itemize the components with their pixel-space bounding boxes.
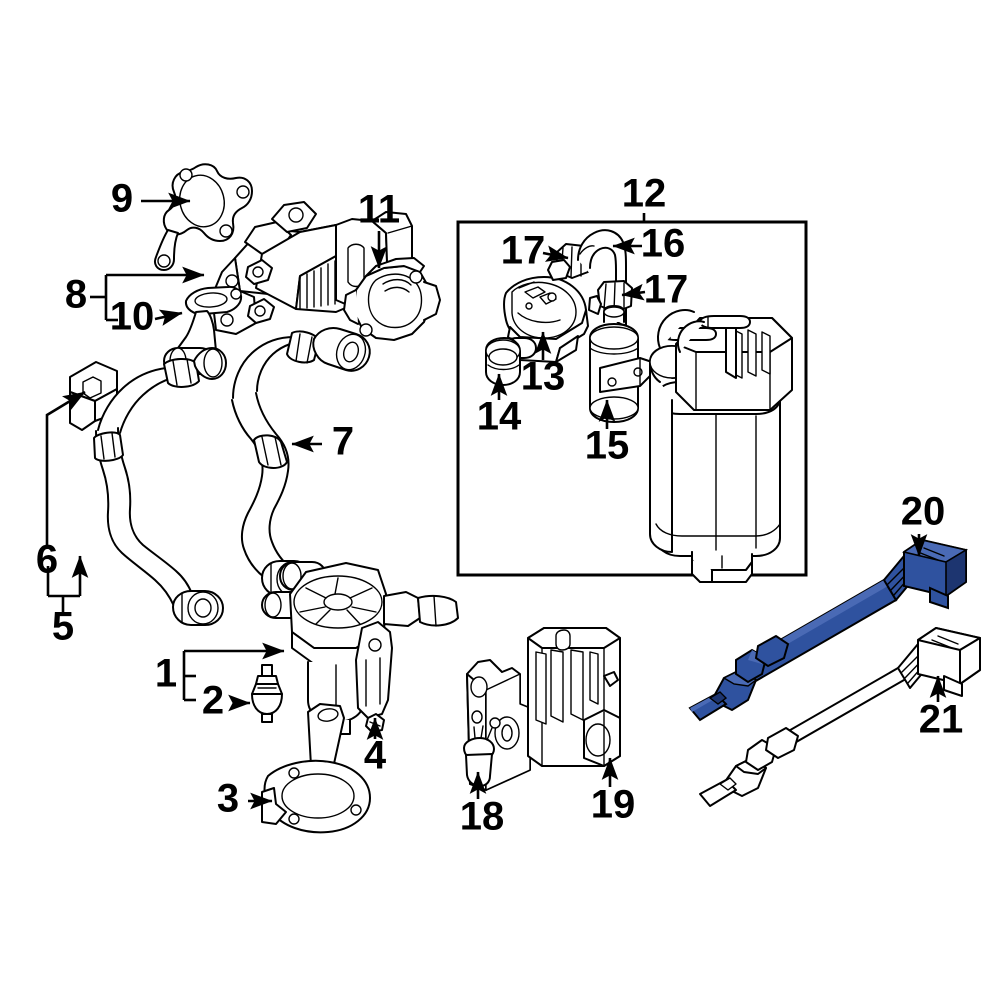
callout-11: 11 xyxy=(358,188,400,232)
callout-19: 19 xyxy=(591,783,636,827)
callout-7: 7 xyxy=(332,420,354,464)
callout-9: 9 xyxy=(111,177,133,221)
callout-5: 5 xyxy=(52,605,74,649)
callout-4: 4 xyxy=(364,734,387,778)
part-vacuum-pump xyxy=(343,257,441,341)
callout-10: 10 xyxy=(110,295,155,339)
callout-6: 6 xyxy=(36,538,58,582)
leader-10 xyxy=(154,309,183,326)
callout-16: 16 xyxy=(641,222,686,266)
leader-17a xyxy=(542,245,569,262)
part-air-hose-lower xyxy=(93,347,227,626)
callout-14: 14 xyxy=(477,395,522,439)
callout-17-a: 17 xyxy=(501,229,546,273)
callout-1: 1 xyxy=(155,652,177,696)
callout-13: 13 xyxy=(521,355,566,399)
part-evap-canister-bracket-left xyxy=(463,659,531,791)
callout-17-b: 17 xyxy=(644,268,689,312)
leader-6 xyxy=(45,390,86,545)
evap-group-box xyxy=(456,220,808,577)
callout-20: 20 xyxy=(901,490,946,534)
part-egr-valve-gasket xyxy=(154,163,253,271)
part-air-pump-bracket-strap xyxy=(355,621,393,733)
callout-15: 15 xyxy=(585,424,630,468)
part-evap-canister xyxy=(649,309,793,583)
callout-18: 18 xyxy=(460,795,505,839)
part-air-pump-bracket-lower xyxy=(261,703,371,834)
callout-2: 2 xyxy=(202,679,224,723)
callout-3: 3 xyxy=(217,777,239,821)
part-oxygen-sensor-downstream xyxy=(699,627,981,807)
part-egr-valve-assembly xyxy=(211,201,413,335)
part-evap-canister-bracket-right xyxy=(527,627,621,767)
callout-8: 8 xyxy=(65,273,87,317)
part-air-pump-mount-grommet xyxy=(251,664,283,723)
callout-21: 21 xyxy=(919,698,964,742)
callout-12: 12 xyxy=(622,172,667,216)
part-ldp-filter-grommet xyxy=(485,337,521,386)
leader-17b xyxy=(621,283,646,301)
